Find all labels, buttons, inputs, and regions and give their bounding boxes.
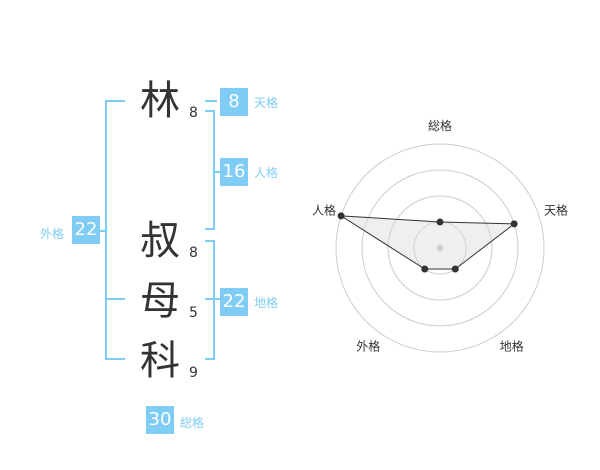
radar-axis-label-4: 外格 xyxy=(356,339,380,354)
stroke-count-4: 9 xyxy=(189,365,198,381)
jinkaku-bracket-connector xyxy=(213,171,221,173)
radar-center xyxy=(437,245,443,251)
radar-ring-4 xyxy=(335,143,545,353)
gaikaku-bracket-mid-top xyxy=(105,298,125,300)
radar-point-2 xyxy=(510,220,518,228)
radar-ring-2 xyxy=(387,195,493,301)
tenkaku-bracket xyxy=(205,100,217,102)
radar-point-1 xyxy=(436,218,444,226)
stroke-count-2: 8 xyxy=(189,245,198,261)
radar-axis-label-5: 人格 xyxy=(312,202,336,217)
radar-point-4 xyxy=(421,265,429,273)
radar-axis-label-1: 総格 xyxy=(428,118,452,133)
radar-point-5 xyxy=(337,212,345,220)
chikaku-bracket-vertical xyxy=(213,240,215,360)
kanji-1: 林 xyxy=(140,78,180,124)
chikaku-label: 地格 xyxy=(254,296,279,310)
radar-axis-label-2: 天格 xyxy=(544,202,568,217)
soukaku-label: 総格 xyxy=(180,416,205,430)
gaikaku-bracket-connector xyxy=(99,230,105,232)
stroke-count-3: 5 xyxy=(189,305,198,321)
chikaku-bracket-bottom xyxy=(205,358,215,360)
stroke-count-1: 8 xyxy=(189,105,198,121)
gaikaku-bracket-top xyxy=(105,100,125,102)
radar-axis-label-3: 地格 xyxy=(500,339,524,354)
jinkaku-bracket-top xyxy=(205,110,215,112)
radar-polygon xyxy=(340,215,516,270)
jinkaku-bracket-vertical xyxy=(213,110,215,230)
chikaku-bracket-connector xyxy=(205,298,221,300)
tenkaku-label: 天格 xyxy=(254,96,279,110)
kanji-4: 科 xyxy=(140,338,180,384)
jinkaku-label: 人格 xyxy=(254,166,279,180)
jinkaku-value: 16 xyxy=(220,158,248,186)
gaikaku-bracket-vertical xyxy=(105,100,107,360)
gaikaku-label: 外格 xyxy=(40,227,65,241)
radar-ring-3 xyxy=(361,169,519,327)
gaikaku-value: 22 xyxy=(72,216,100,244)
jinkaku-bracket-bottom xyxy=(205,228,215,230)
kanji-2: 叔 xyxy=(140,218,180,264)
tenkaku-value: 8 xyxy=(220,88,248,116)
chikaku-value: 22 xyxy=(220,288,248,316)
radar-point-3 xyxy=(451,265,459,273)
gaikaku-bracket-bottom xyxy=(105,358,125,360)
kanji-3: 母 xyxy=(140,278,180,324)
soukaku-value: 30 xyxy=(146,406,174,434)
chikaku-bracket-top xyxy=(205,240,215,242)
